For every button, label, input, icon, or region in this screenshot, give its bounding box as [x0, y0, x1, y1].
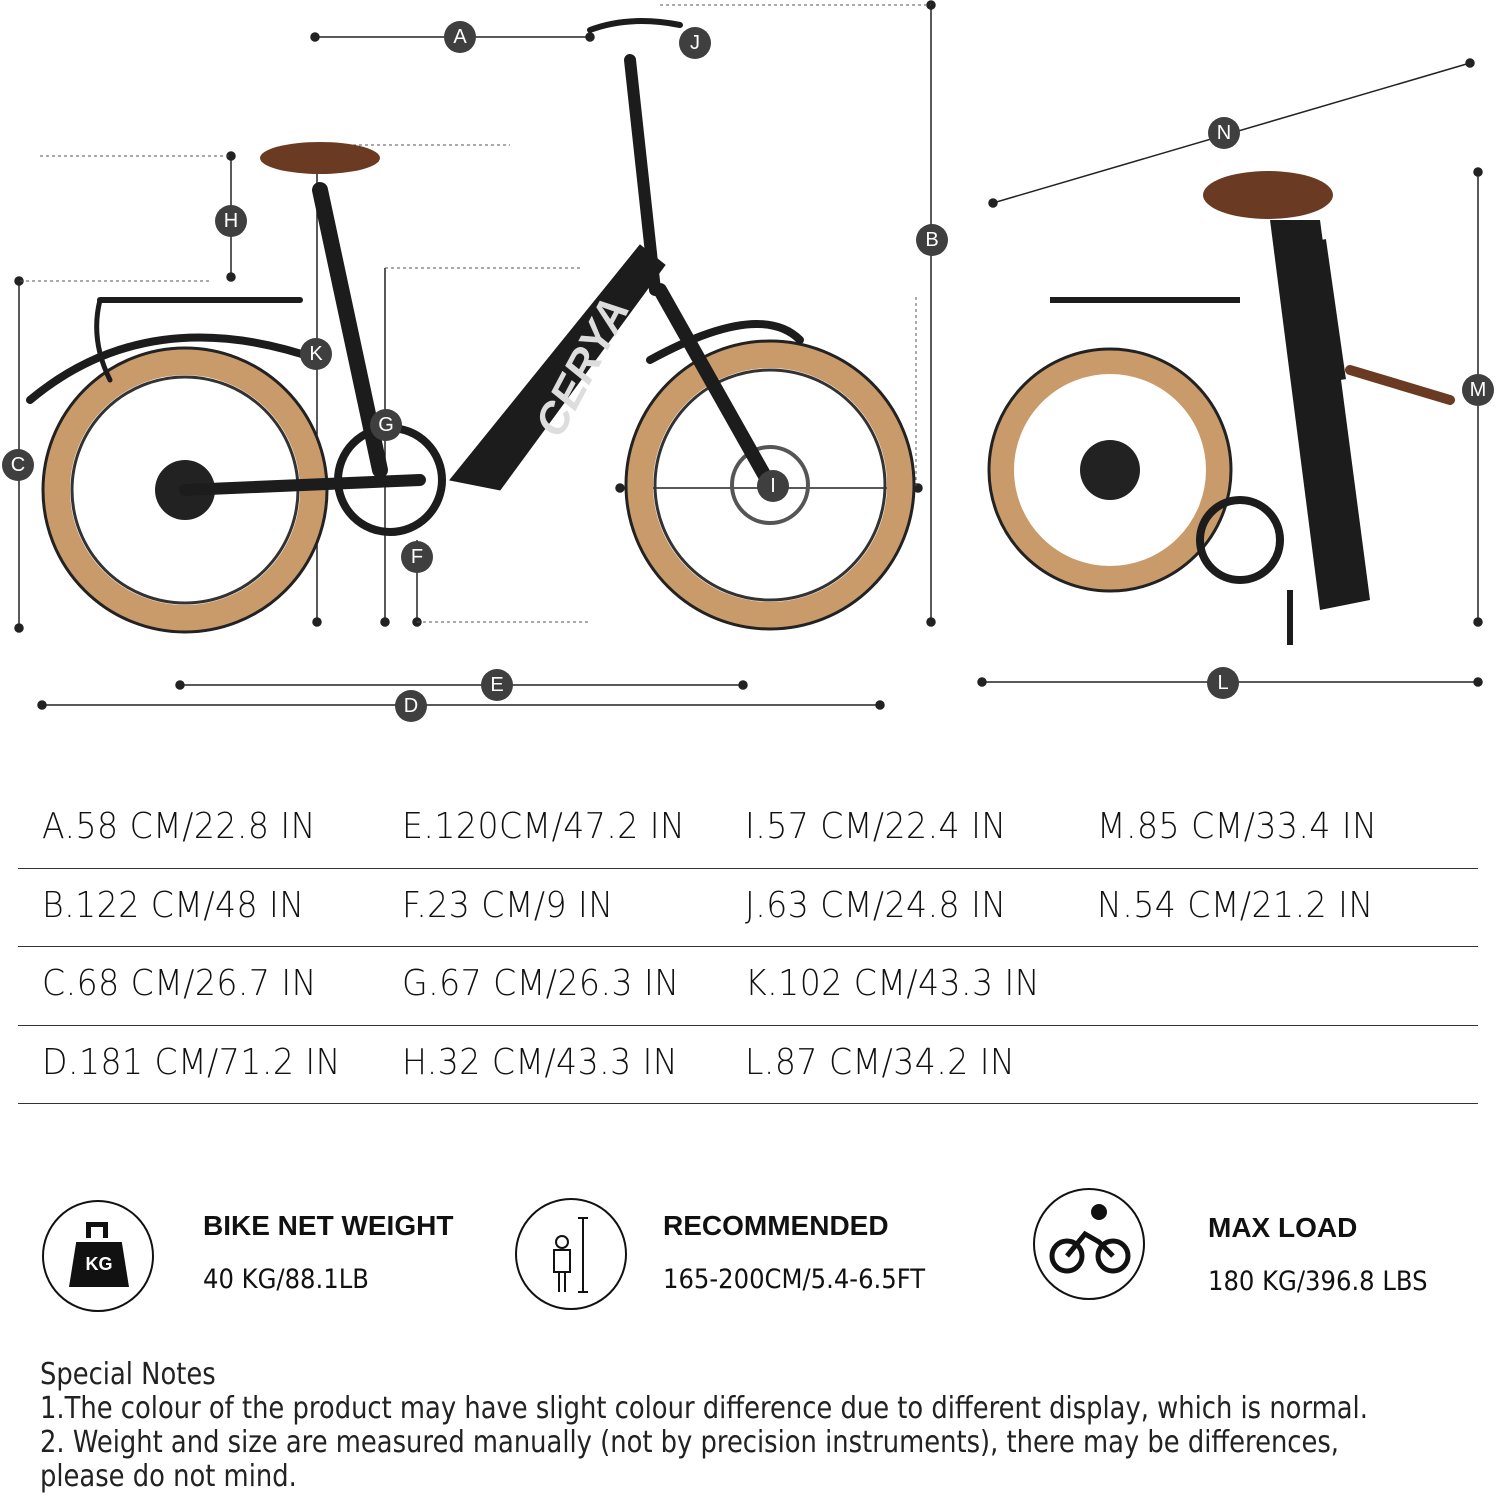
- note-line: 2. Weight and size are measured manually…: [40, 1425, 1340, 1460]
- marker-a: A: [444, 21, 476, 53]
- marker-l: L: [1207, 667, 1239, 699]
- bike-illustration: CERYA: [14, 0, 1483, 710]
- dimension-m: M.85 CM/33.4 IN: [1097, 806, 1378, 847]
- marker-k: K: [300, 338, 332, 370]
- dimension-k: K.102 CM/43.3 IN: [745, 963, 1041, 1004]
- marker-h: H: [215, 205, 247, 237]
- note-line: 1.The colour of the product may have sli…: [40, 1391, 1368, 1426]
- marker-i: I: [757, 470, 789, 502]
- table-row: C.68 CM/26.7 IN G.67 CM/26.3 IN K.102 CM…: [18, 947, 1478, 1026]
- spec-title: BIKE NET WEIGHT: [203, 1210, 454, 1241]
- marker-b: B: [916, 224, 948, 256]
- marker-c: C: [2, 449, 34, 481]
- table-row: B.122 CM/48 IN F.23 CM/9 IN J.63 CM/24.8…: [18, 869, 1478, 947]
- dimension-l: L.87 CM/34.2 IN: [745, 1041, 1016, 1083]
- dimension-f: F.23 CM/9 IN: [402, 884, 614, 926]
- dimension-c: C.68 CM/26.7 IN: [42, 963, 317, 1004]
- dimension-a: A.58 CM/22.8 IN: [42, 806, 316, 847]
- dimension-b: B.122 CM/48 IN: [42, 884, 305, 926]
- table-row: D.181 CM/71.2 IN H.32 CM/43.3 IN L.87 CM…: [18, 1026, 1478, 1104]
- dimension-d: D.181 CM/71.2 IN: [42, 1041, 341, 1083]
- spec-title: RECOMMENDED: [663, 1210, 889, 1241]
- folded-bike: [987, 171, 1455, 645]
- marker-f: F: [401, 541, 433, 573]
- marker-g: G: [370, 409, 402, 441]
- marker-e: E: [481, 669, 513, 701]
- marker-m: M: [1462, 374, 1494, 406]
- bike-dimension-diagram: CERYA A J B H K G C I F E D N M L: [0, 0, 1498, 730]
- front-wheel: [624, 339, 916, 631]
- spec-value: 40 KG/88.1LB: [203, 1264, 369, 1295]
- marker-j: J: [679, 27, 711, 59]
- dimension-h: H.32 CM/43.3 IN: [402, 1041, 679, 1083]
- dimension-e: E.120CM/47.2 IN: [402, 806, 686, 847]
- special-notes: Special Notes 1.The colour of the produc…: [40, 1358, 1368, 1494]
- table-row: A.58 CM/22.8 IN E.120CM/47.2 IN I.57 CM/…: [18, 790, 1478, 869]
- dimension-g: G.67 CM/26.3 IN: [402, 963, 680, 1004]
- note-line: please do not mind.: [40, 1459, 297, 1494]
- cyclist-icon: [1033, 1188, 1145, 1300]
- dimension-i: I.57 CM/22.4 IN: [745, 806, 1007, 847]
- marker-n: N: [1208, 117, 1240, 149]
- spec-value: 180 KG/396.8 LBS: [1208, 1266, 1428, 1297]
- dimension-j: J.63 CM/24.8 IN: [745, 884, 1007, 926]
- notes-title: Special Notes: [40, 1357, 216, 1392]
- weight-kg-icon: KG: [42, 1200, 154, 1312]
- spec-value: 165-200CM/5.4-6.5FT: [663, 1264, 926, 1295]
- dimension-n: N.54 CM/21.2 IN: [1097, 884, 1374, 926]
- marker-d: D: [395, 690, 427, 722]
- spec-title: MAX LOAD: [1208, 1212, 1358, 1243]
- dimensions-table: A.58 CM/22.8 IN E.120CM/47.2 IN I.57 CM/…: [18, 790, 1478, 1104]
- height-ruler-icon: [515, 1198, 627, 1310]
